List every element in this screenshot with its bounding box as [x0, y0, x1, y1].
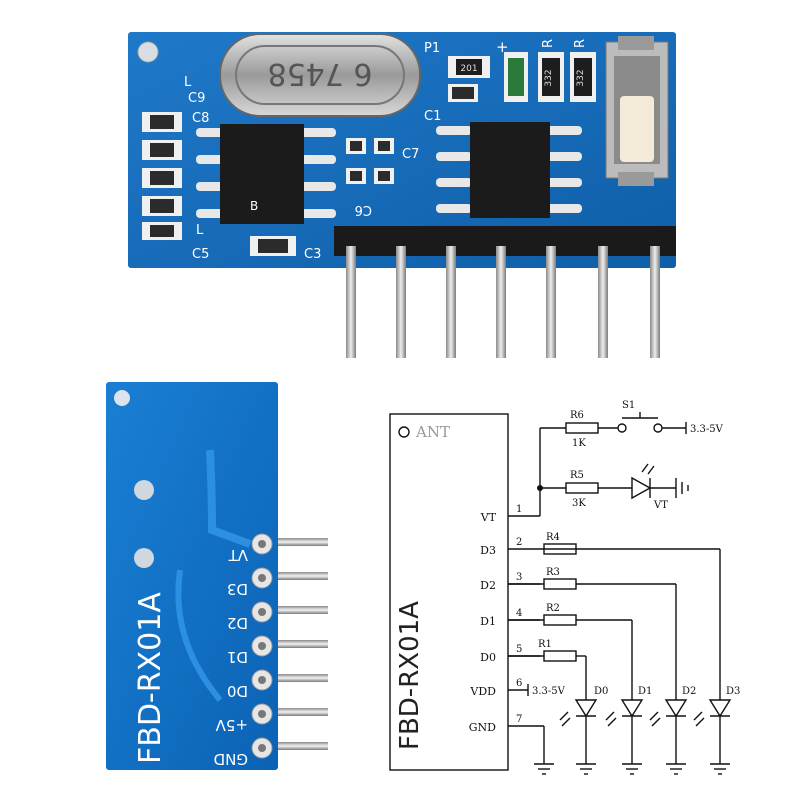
- receiver-module-top-photo: 6 7458: [0, 0, 800, 380]
- module-box: [389, 413, 509, 771]
- r4-label: R4: [546, 532, 560, 543]
- resistor-code-2: 332: [544, 69, 554, 86]
- ground-symbols: [534, 763, 730, 775]
- vdd-supply-label: 3.3-5V: [532, 686, 566, 697]
- led-d3-label: D3: [726, 686, 740, 697]
- led-vt: [631, 476, 652, 500]
- resistor-r1: [543, 650, 577, 662]
- r6-name: R6: [570, 410, 584, 421]
- pin-name-vdd: VDD: [469, 685, 496, 698]
- resistor-code-1: 201: [460, 64, 477, 74]
- label-b: B: [250, 199, 258, 213]
- pin-num-2: 2: [516, 537, 522, 548]
- label-c8: C8: [192, 111, 209, 126]
- r1-label: R1: [538, 639, 552, 650]
- pin-name-d0: D0: [480, 651, 496, 664]
- label-c3: C3: [304, 247, 321, 262]
- ic-left: [196, 124, 336, 224]
- wiring-schematic: ANT FBD-RX01A VT D3 D2 D1 D0 VDD GND 1 2…: [360, 380, 800, 800]
- pin-num-7: 7: [516, 714, 522, 725]
- label-plus: +: [496, 38, 509, 56]
- mounting-hole: [137, 41, 159, 63]
- r3-label: R3: [546, 567, 560, 578]
- resistor-r6: [565, 422, 599, 434]
- r5-value: 3K: [572, 498, 586, 509]
- schematic-model-label: FBD-RX01A: [395, 601, 425, 750]
- label-c1: C1: [424, 109, 441, 124]
- resistor-r5: [565, 482, 599, 494]
- pin-name-d2: D2: [480, 579, 496, 592]
- schematic-ant-label: ANT: [415, 423, 450, 441]
- label-r-2: R: [573, 39, 588, 48]
- pin-name-vt: VT: [480, 511, 497, 524]
- pin-name-gnd: GND: [469, 721, 496, 734]
- led-d3: [708, 699, 732, 718]
- left-capacitors: [142, 112, 182, 240]
- bottom-pin-label-d2: D2: [227, 614, 248, 632]
- r6-value: 1K: [572, 438, 586, 449]
- led-d1: [620, 699, 644, 718]
- pin-num-5: 5: [516, 644, 522, 655]
- pcb-trace: [175, 569, 223, 702]
- bottom-pin-label-gnd: GND: [214, 750, 248, 768]
- pin-num-3: 3: [516, 572, 522, 583]
- pin-name-d1: D1: [480, 615, 496, 628]
- label-l-bottom: L: [196, 223, 204, 238]
- resistor-code-3: 332: [576, 69, 586, 86]
- bottom-pin-label-5v: +5V: [215, 716, 248, 734]
- junction-dot: [537, 485, 543, 491]
- label-l-top: L: [184, 75, 192, 90]
- resistor-r3: [543, 578, 577, 590]
- r2-label: R2: [546, 603, 560, 614]
- supply-top-label: 3.3-5V: [690, 424, 724, 435]
- bottom-pin-label-vt: VT: [228, 546, 248, 564]
- r5-name: R5: [570, 470, 584, 481]
- ic-right: [436, 122, 582, 218]
- label-p1: P1: [424, 41, 440, 56]
- vt-led-label: VT: [653, 500, 668, 511]
- pin-num-4: 4: [516, 608, 522, 619]
- small-capacitors: [250, 84, 478, 256]
- crystal-marking: 6 7458: [268, 56, 373, 91]
- pcb-board-bottom: [106, 382, 278, 770]
- side-pins: [278, 538, 328, 750]
- pcb-trace: [206, 449, 252, 548]
- led-d1-label: D1: [638, 686, 652, 697]
- label-c7: C7: [402, 147, 419, 162]
- receiver-module-bottom-photo: FBD-RX01A VT D3 D2 D1 D0 +5V GND: [100, 380, 340, 780]
- pin-num-6: 6: [516, 678, 522, 689]
- bottom-pin-label-d3: D3: [227, 580, 248, 598]
- led-d0-label: D0: [594, 686, 608, 697]
- label-r-1: R: [541, 39, 556, 48]
- top-resistors: [448, 52, 596, 102]
- bottom-model-label: FBD-RX01A: [133, 592, 168, 764]
- resistor-r2: [543, 614, 577, 626]
- label-c5: C5: [192, 247, 209, 262]
- mounting-hole-bottom: [114, 390, 130, 406]
- bottom-pin-label-d1: D1: [227, 648, 248, 666]
- led-d2-label: D2: [682, 686, 696, 697]
- pin-header-pins: [346, 246, 660, 358]
- pin-pads: [251, 533, 273, 759]
- label-c9: C9: [188, 91, 205, 106]
- label-c6: C6: [355, 202, 372, 217]
- tactile-switch: [605, 36, 669, 186]
- via: [134, 480, 154, 500]
- led-d2: [664, 699, 688, 718]
- antenna-pin: [398, 426, 410, 438]
- s1-label: S1: [622, 400, 635, 411]
- via: [134, 548, 154, 568]
- bottom-pin-label-d0: D0: [227, 682, 248, 700]
- pin-num-1: 1: [516, 504, 522, 515]
- led-d0: [574, 699, 598, 718]
- pin-name-d3: D3: [480, 544, 496, 557]
- resistor-r4: [543, 543, 577, 555]
- crystal-oscillator: [219, 33, 421, 117]
